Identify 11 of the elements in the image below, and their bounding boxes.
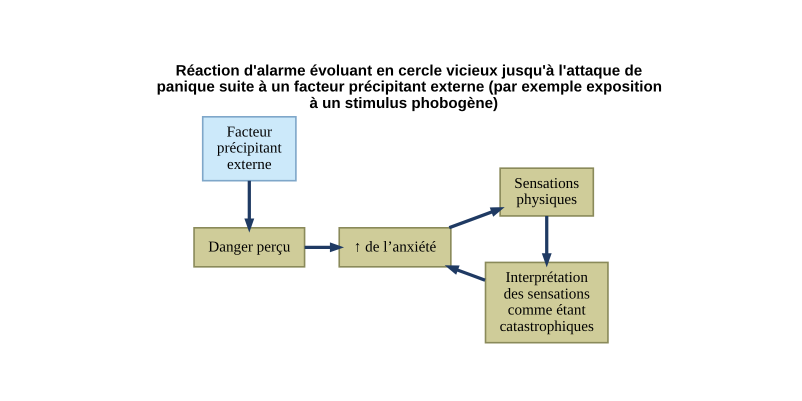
node-box: Danger perçu xyxy=(193,226,306,268)
arrow xyxy=(448,206,505,229)
node-box: Facteur précipitant externe xyxy=(202,115,297,181)
arrow xyxy=(304,242,344,252)
arrow xyxy=(244,180,254,232)
node-box: Sensations physiques xyxy=(499,166,594,216)
arrow xyxy=(444,264,486,282)
diagram-title: Réaction d'alarme évoluant en cercle vicieux jusqu'à l'attaque de panique suite à un facteur précipitant externe (par exemple exposition à un stimulus phobogène) xyxy=(156,62,662,112)
node-box: ↑ de l’anxiété xyxy=(338,226,452,268)
node-box: Interprétation des sensations comme étant catastrophiques xyxy=(484,261,609,343)
arrow xyxy=(542,215,552,267)
